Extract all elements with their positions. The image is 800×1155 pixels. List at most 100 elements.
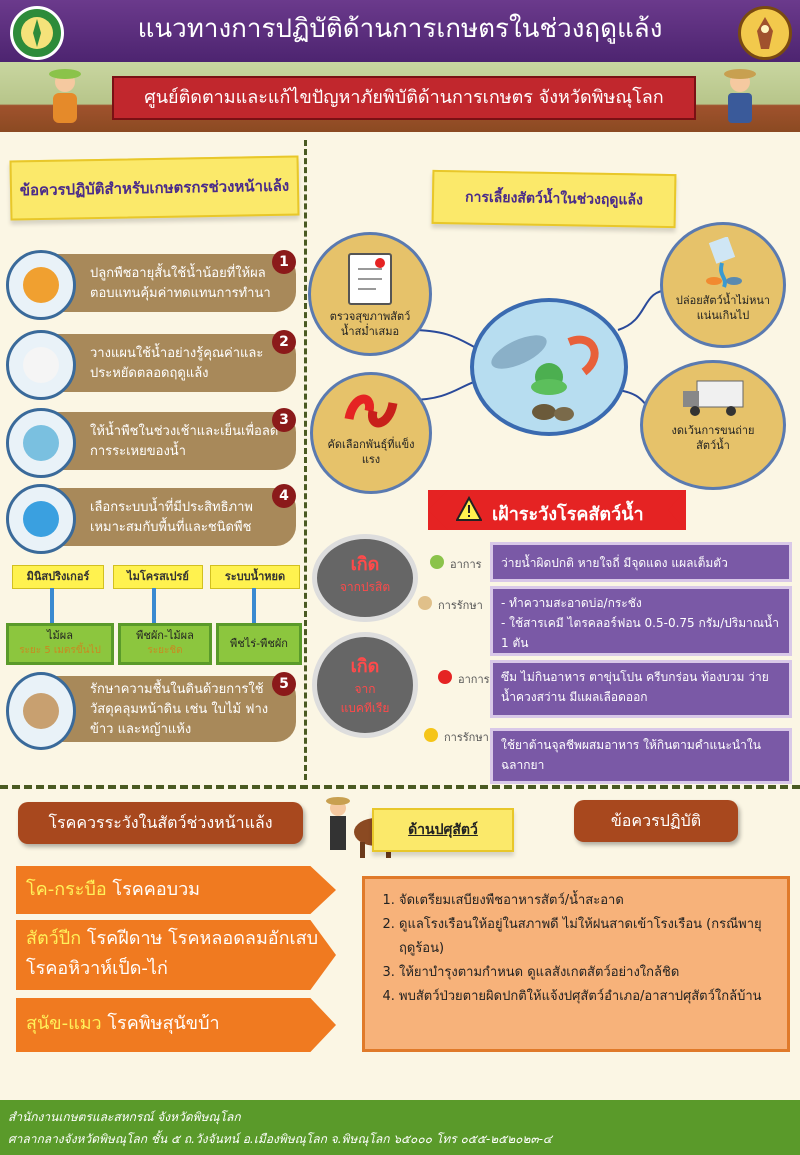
connector-line	[152, 588, 156, 624]
ministry-logo-icon	[10, 6, 64, 60]
treatment-label: การรักษา	[438, 599, 483, 612]
practice-item: ดูแลโรงเรือนให้อยู่ในสภาพดี ไม่ให้ฝนสาดเ…	[399, 913, 773, 961]
animal-name: โค-กระบือ	[26, 879, 107, 900]
cause-bacteria-badge: เกิด จาก แบคทีเรีย	[312, 632, 418, 738]
mulch-icon	[6, 672, 76, 750]
tip-text: ให้น้ำพืชในช่วงเช้าและเย็นเพื่อลดการระเห…	[90, 424, 279, 459]
system-use-label: ไม้ผล	[47, 629, 73, 642]
symptom-dot	[430, 555, 444, 569]
tip-bar: ให้น้ำพืชในช่วงเช้าและเย็นเพื่อลดการระเห…	[40, 412, 296, 470]
tip-bar: วางแผนใช้น้ำอย่างรู้คุณค่าและประหยัดตลอด…	[40, 334, 296, 392]
livestock-disease-title: โรคควรระวังในสัตว์ช่วงหน้าแล้ง	[18, 802, 303, 844]
tip-bar: ปลูกพืชอายุสั้นใช้น้ำน้อยที่ให้ผลตอบแทนค…	[40, 254, 296, 312]
symptom-box: ซึม ไม่กินอาหาร ตาขุ่นโปน ครีบกร่อน ท้อง…	[490, 660, 792, 718]
farmer-man-icon	[715, 66, 765, 126]
tip-number: 1	[272, 250, 296, 274]
footer-address: ศาลากลางจังหวัดพิษณุโลก ชั้น ๕ ถ.วังจันท…	[8, 1132, 553, 1146]
tip-bar: เลือกระบบน้ำที่มีประสิทธิภาพเหมาะสมกับพื…	[40, 488, 296, 546]
treatment-dot	[418, 596, 432, 610]
tip-number: 4	[272, 484, 296, 508]
tip-text: วางแผนใช้น้ำอย่างรู้คุณค่าและประหยัดตลอด…	[90, 346, 264, 381]
practice-item: ให้ยาบำรุงตามกำหนด ดูแลสังเกตสัตว์อย่างใ…	[399, 961, 773, 985]
system-use-note: ระยะชิด	[147, 645, 183, 656]
footer: สำนักงานเกษตรและสหกรณ์ จังหวัดพิษณุโลก ศ…	[0, 1100, 800, 1155]
province-seal-icon	[738, 6, 792, 60]
subtitle-banner: ศูนย์ติดตามและแก้ไขปัญหาภัยพิบัติด้านการ…	[112, 76, 696, 120]
aquatic-animals-hub	[470, 298, 628, 436]
tip-number: 2	[272, 330, 296, 354]
vegetables-icon	[6, 250, 76, 320]
animal-disease: โรคพิษสุนัขบ้า	[101, 1013, 220, 1034]
tip-text: เลือกระบบน้ำที่มีประสิทธิภาพเหมาะสมกับพื…	[90, 500, 253, 535]
practice-item: จัดเตรียมเสบียงพืชอาหารสัตว์/น้ำสะอาด	[399, 889, 773, 913]
treatment-line: - ทำความสะอาดบ่อ/กระชัง	[501, 596, 642, 610]
vertical-divider	[304, 140, 307, 780]
aquatic-item-breed: คัดเลือกพันธุ์ที่แข็งแรง	[310, 372, 432, 494]
tip-text: ปลูกพืชอายุสั้นใช้น้ำน้อยที่ให้ผลตอบแทนค…	[90, 266, 271, 301]
footer-office: สำนักงานเกษตรและสหกรณ์ จังหวัดพิษณุโลก	[8, 1110, 241, 1124]
practice-list: จัดเตรียมเสบียงพืชอาหารสัตว์/น้ำสะอาด ดู…	[379, 889, 773, 1009]
treatment-label: การรักษา	[444, 731, 489, 744]
practice-item: พบสัตว์ป่วยตายผิดปกติให้แจ้งปศุสัตว์อำเภ…	[399, 985, 773, 1009]
cause-subtitle: จาก	[354, 682, 376, 696]
disease-warning-banner: เฝ้าระวังโรคสัตว์น้ำ	[428, 490, 686, 530]
cause-subtitle: จากปรสิต	[339, 580, 391, 594]
system-use-box: ไม้ผล ระยะ 5 เมตรขึ้นไป	[6, 623, 114, 665]
farmer-girl-icon	[40, 66, 90, 126]
system-label-drip: ระบบน้ำหยด	[210, 565, 300, 589]
page-title: แนวทางการปฏิบัติด้านการเกษตรในช่วงฤดูแล้…	[137, 14, 663, 44]
treatment-box: - ทำความสะอาดบ่อ/กระชัง - ใช้สารเคมี ไตร…	[490, 586, 792, 656]
checklist-icon	[348, 253, 392, 305]
cause-title: เกิด	[350, 656, 380, 677]
connector-line	[252, 588, 256, 624]
animal-disease: โรคคอบวม	[106, 879, 201, 900]
system-label-minisprinkler: มินิสปริงเกอร์	[12, 565, 104, 589]
aquatic-item-label: งดเว้นการขนถ่ายสัตว์น้ำ	[671, 424, 755, 452]
tip-text: รักษาความชื้นในดินด้วยการใช้ วัสดุคลุมหน…	[90, 682, 269, 737]
system-label-microspray: ไมโครสเปรย์	[113, 565, 203, 589]
tip-bar: รักษาความชื้นในดินด้วยการใช้ วัสดุคลุมหน…	[40, 676, 296, 742]
treatment-box: ใช้ยาต้านจุลชีพผสมอาหาร ให้กินตามคำแนะนำ…	[490, 728, 792, 784]
treatment-dot	[424, 728, 438, 742]
calendar-icon	[6, 330, 76, 400]
warning-icon	[455, 495, 483, 522]
horizontal-divider	[0, 785, 800, 789]
fish-pair-icon	[343, 389, 399, 433]
aquatic-animals-icon	[491, 335, 599, 421]
livestock-practice-title: ข้อควรปฏิบัติ	[574, 800, 738, 842]
aquatic-item-label: ตรวจสุขภาพสัตว์น้ำสม่ำเสมอ	[329, 310, 411, 338]
aquatic-item-transport: งดเว้นการขนถ่ายสัตว์น้ำ	[640, 360, 786, 490]
aquatic-item-label: ปล่อยสัตว์น้ำไม่หนาแน่นเกินไป	[675, 294, 771, 322]
disease-row-poultry: สัตว์ปีก โรคฝีดาษ โรคหลอดลมอักเสบ โรคอหิ…	[16, 920, 336, 990]
symptom-label: อาการ	[458, 673, 490, 686]
farmer-section-title: ข้อควรปฏิบัติสำหรับเกษตรกรช่วงหน้าแล้ง	[9, 155, 300, 221]
header-bar: แนวทางการปฏิบัติด้านการเกษตรในช่วงฤดูแล้…	[0, 0, 800, 62]
connector-line	[50, 588, 54, 624]
system-use-label: พืชผัก-ไม้ผล	[136, 629, 194, 642]
tip-number: 3	[272, 408, 296, 432]
aquatic-item-release: ปล่อยสัตว์น้ำไม่หนาแน่นเกินไป	[660, 222, 786, 348]
symptom-dot	[438, 670, 452, 684]
watering-icon	[6, 408, 76, 478]
treatment-line: - ใช้สารเคมี ไตรคลอร์ฟอน 0.5-0.75 กรัม/ป…	[501, 616, 779, 650]
aquatic-item-health: ตรวจสุขภาพสัตว์น้ำสม่ำเสมอ	[308, 232, 432, 356]
animal-disease: โรคฝีดาษ โรคหลอดลมอักเสบ โรคอหิวาห์เป็ด-…	[26, 928, 319, 979]
livestock-category-tag: ด้านปศุสัตว์	[372, 808, 514, 852]
release-fish-icon	[698, 236, 748, 289]
system-use-box: พืชไร่-พืชผัก	[216, 623, 302, 665]
practice-list-box: จัดเตรียมเสบียงพืชอาหารสัตว์/น้ำสะอาด ดู…	[362, 876, 790, 1052]
animal-name: สัตว์ปีก	[26, 928, 82, 949]
aquatic-item-label: คัดเลือกพันธุ์ที่แข็งแรง	[327, 438, 415, 466]
system-use-box: พืชผัก-ไม้ผล ระยะชิด	[118, 623, 212, 665]
disease-row-cattle: โค-กระบือ โรคคอบวม	[16, 866, 336, 914]
tip-number: 5	[272, 672, 296, 696]
symptom-box: ว่ายน้ำผิดปกติ หายใจถี่ มีจุดแดง แผลเต็ม…	[490, 542, 792, 582]
cause-subtitle: แบคทีเรีย	[340, 701, 390, 715]
symptom-label: อาการ	[450, 558, 482, 571]
cause-parasite-badge: เกิด จากปรสิต	[312, 534, 418, 622]
irrigation-icon	[6, 484, 76, 554]
disease-row-pets: สุนัข-แมว โรคพิษสุนัขบ้า	[16, 998, 336, 1052]
cause-title: เกิด	[350, 554, 380, 575]
truck-icon	[681, 379, 745, 419]
system-use-note: ระยะ 5 เมตรขึ้นไป	[19, 645, 101, 656]
